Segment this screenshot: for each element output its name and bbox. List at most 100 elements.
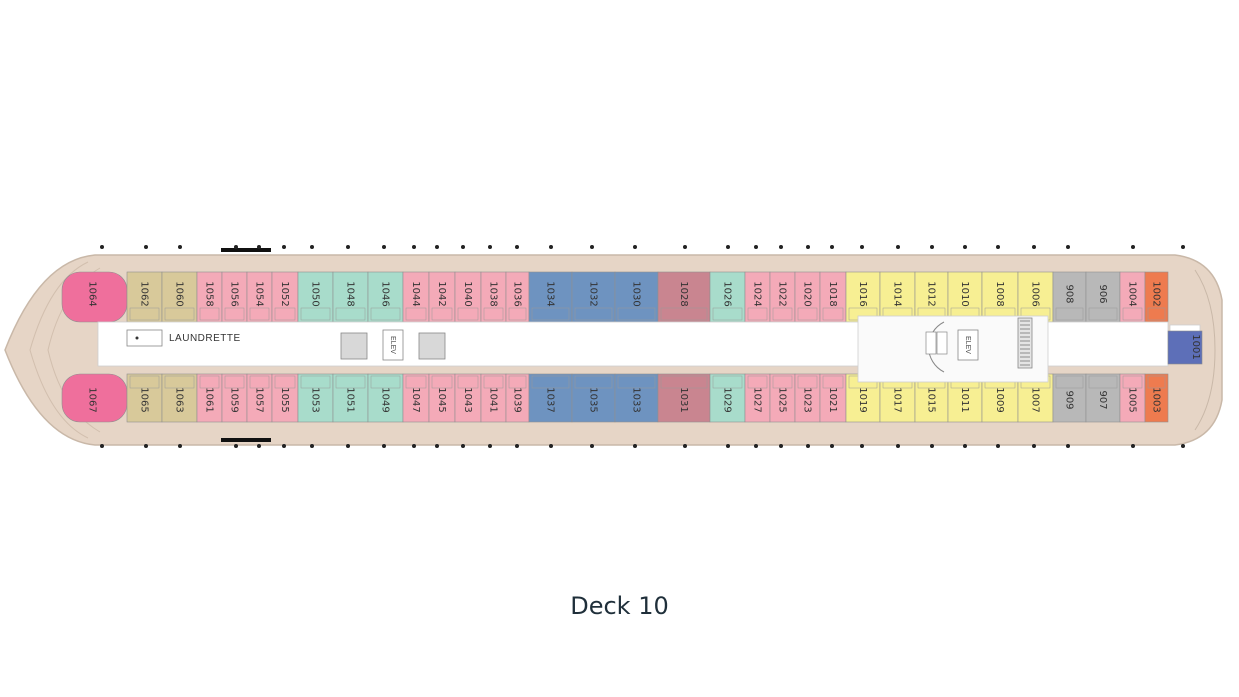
cabin-1063[interactable]: [161, 373, 198, 423]
cabin-1006[interactable]: [1017, 271, 1054, 323]
cabin-1028[interactable]: [657, 271, 711, 323]
cabin-1008[interactable]: [981, 271, 1019, 323]
cabin-number: 1040: [462, 281, 473, 306]
cabin-1040[interactable]: [454, 271, 482, 323]
elevator-aft[interactable]: [382, 329, 404, 361]
cabin-1046[interactable]: [367, 271, 404, 323]
cabin-number: 1038: [488, 281, 499, 306]
cabin-number: 1009: [994, 387, 1005, 412]
cabin-1038[interactable]: [480, 271, 507, 323]
cabin-number: 1039: [512, 387, 523, 412]
rail-marker: [488, 245, 492, 249]
elevator-fwd-a[interactable]: [957, 329, 979, 361]
cabin-906[interactable]: [1085, 271, 1121, 323]
cabin-bathroom: [249, 375, 270, 389]
cabin-1049[interactable]: [367, 373, 404, 423]
cabin-1057[interactable]: [246, 373, 273, 423]
cabin-1032[interactable]: [571, 271, 616, 323]
cabin-1004[interactable]: [1119, 271, 1146, 323]
cabin-number: 1015: [926, 387, 937, 412]
cabin-1055[interactable]: [271, 373, 299, 423]
cabin-1037[interactable]: [528, 373, 573, 423]
laundrette-box: [126, 329, 163, 347]
cabin-bathroom: [274, 307, 296, 321]
rail-marker: [1032, 444, 1036, 448]
cabin-1024[interactable]: [744, 271, 771, 323]
rail-marker: [896, 444, 900, 448]
stairs-fwd: [1017, 317, 1033, 369]
cabin-1014[interactable]: [879, 271, 916, 323]
cabin-1005[interactable]: [1119, 373, 1146, 423]
cabin-1030[interactable]: [614, 271, 659, 323]
rail-marker: [779, 245, 783, 249]
cabin-1003[interactable]: [1144, 373, 1169, 423]
atrium-elevator-2[interactable]: [936, 331, 948, 355]
cabin-1001[interactable]: [1167, 330, 1203, 365]
cabin-1034[interactable]: [528, 271, 573, 323]
cabin-number: 1006: [1030, 281, 1041, 306]
cabin-number: 1034: [545, 281, 556, 306]
cabin-number: 1019: [857, 387, 868, 412]
cabin-1027[interactable]: [744, 373, 771, 423]
cabin-number: 1030: [631, 281, 642, 306]
cabin-1033[interactable]: [614, 373, 659, 423]
cabin-number: 1054: [254, 281, 265, 306]
atrium-elevator-1[interactable]: [925, 331, 937, 355]
cabin-1043[interactable]: [454, 373, 482, 423]
cabin-1016[interactable]: [845, 271, 881, 323]
cabin-number: 1031: [678, 387, 689, 412]
rail-marker: [963, 245, 967, 249]
cabin-bathroom: [772, 307, 793, 321]
cabin-number: 1011: [959, 387, 970, 412]
cabin-1018[interactable]: [819, 271, 847, 323]
rail-marker: [683, 444, 687, 448]
cabin-bathroom: [199, 307, 220, 321]
cabin-1035[interactable]: [571, 373, 616, 423]
stair-landing-bottom: [221, 438, 271, 442]
cabin-number: 1059: [229, 387, 240, 412]
rail-marker: [100, 245, 104, 249]
cabin-number: 1033: [631, 387, 642, 412]
cabin-bathroom: [617, 307, 656, 321]
cabin-1022[interactable]: [769, 271, 796, 323]
rail-marker: [488, 444, 492, 448]
cabin-1052[interactable]: [271, 271, 299, 323]
cabin-1065[interactable]: [126, 373, 163, 423]
cabin-number: 1041: [488, 387, 499, 412]
cabin-1029[interactable]: [709, 373, 746, 423]
cabin-1050[interactable]: [297, 271, 334, 323]
cabin-1025[interactable]: [769, 373, 796, 423]
cabin-1047[interactable]: [402, 373, 430, 423]
rail-marker: [412, 444, 416, 448]
cabin-bathroom: [457, 307, 479, 321]
cabin-number: 1042: [436, 281, 447, 306]
cabin-1053[interactable]: [297, 373, 334, 423]
cabin-1059[interactable]: [221, 373, 248, 423]
cabin-1045[interactable]: [428, 373, 456, 423]
cabin-1031[interactable]: [657, 373, 711, 423]
cabin-907[interactable]: [1085, 373, 1121, 423]
cabin-1021[interactable]: [819, 373, 847, 423]
cabin-1061[interactable]: [196, 373, 223, 423]
cabin-bathroom: [199, 375, 220, 389]
rail-marker: [346, 444, 350, 448]
cabin-1010[interactable]: [947, 271, 983, 323]
deck-rail-markers: [100, 245, 1185, 448]
cabin-1023[interactable]: [794, 373, 821, 423]
cabin-1060[interactable]: [161, 271, 198, 323]
rail-marker: [963, 444, 967, 448]
cabin-1012[interactable]: [914, 271, 949, 323]
cabin-number: 1035: [588, 387, 599, 412]
cabin-number: 1005: [1127, 387, 1138, 412]
cabin-1048[interactable]: [332, 271, 369, 323]
rail-marker: [310, 245, 314, 249]
cabin-1041[interactable]: [480, 373, 507, 423]
bow-tip: [1194, 269, 1216, 431]
cabin-number: 1058: [204, 281, 215, 306]
cabin-bathroom: [772, 375, 793, 389]
cabin-1044[interactable]: [402, 271, 430, 323]
cabin-number: 1007: [1030, 387, 1041, 412]
rail-marker: [930, 245, 934, 249]
cabin-bathroom: [335, 307, 366, 321]
